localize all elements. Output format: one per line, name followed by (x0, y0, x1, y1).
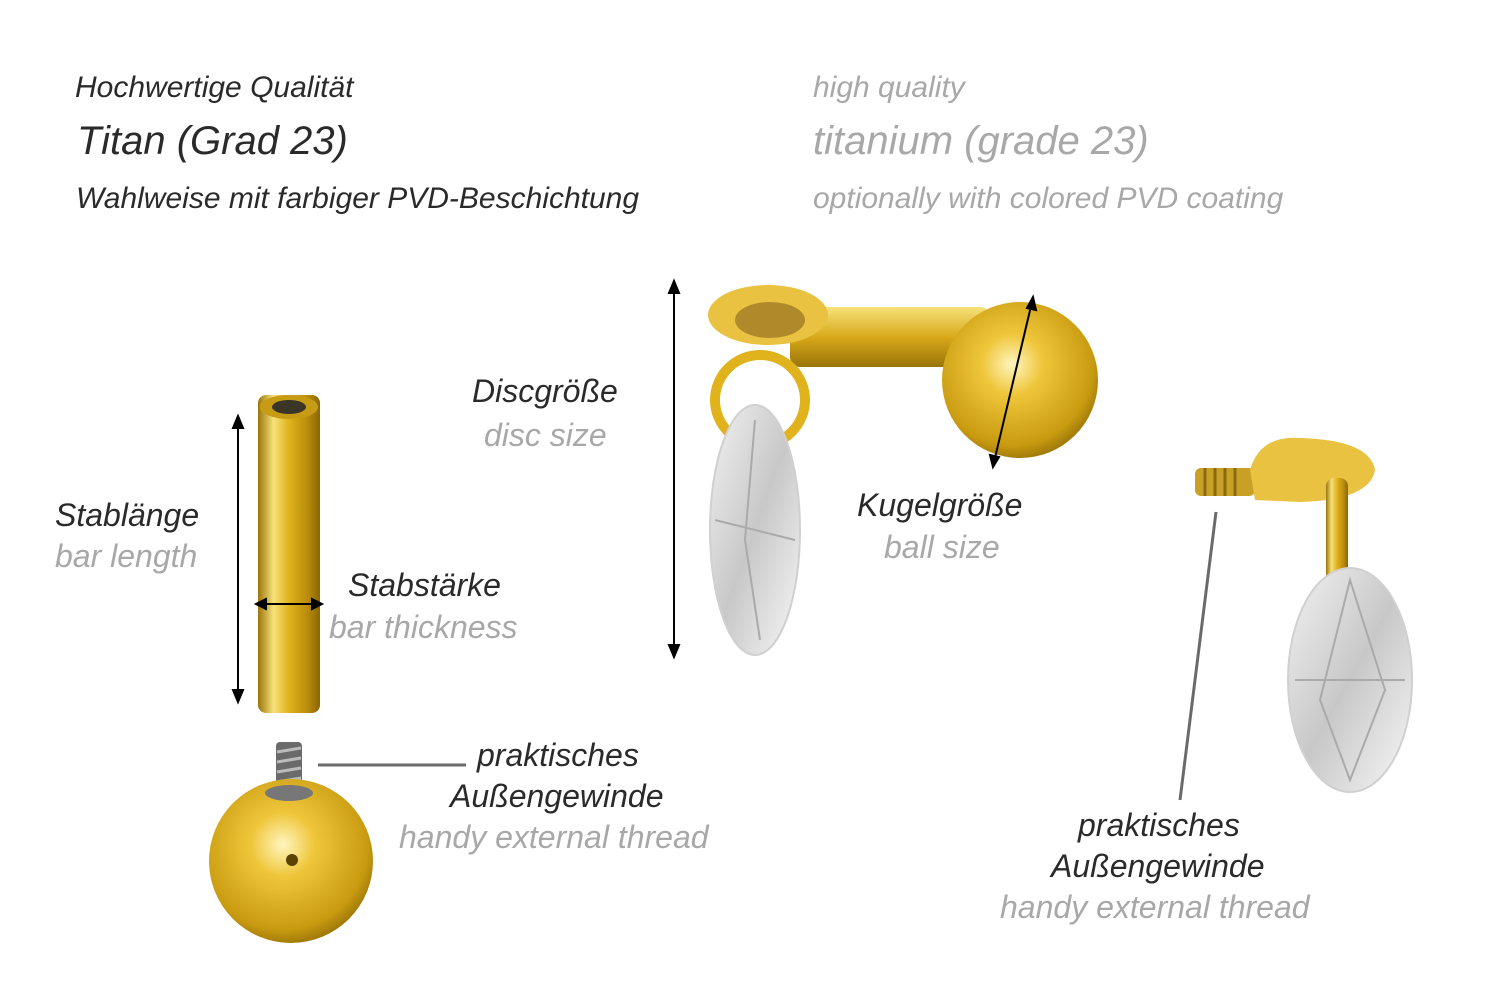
thread-pointer-line-right (1178, 511, 1218, 801)
ball-size-arrow (988, 294, 1038, 470)
quality-label-de: Hochwertige Qualität (75, 71, 354, 104)
assembled-earring (708, 285, 1098, 656)
thread-label-right-de1: praktisches (1078, 807, 1240, 843)
material-label-de: Titan (Grad 23) (77, 119, 348, 163)
bar-length-arrow (231, 413, 245, 705)
ball-size-label-de: Kugelgröße (857, 487, 1023, 523)
bar-component (258, 395, 320, 713)
disc-size-label-de: Discgröße (472, 373, 618, 409)
threaded-ball-component (209, 742, 373, 943)
bar-thickness-label-de: Stabstärke (348, 567, 501, 603)
bar-thickness-arrow (253, 597, 325, 611)
coating-label-en: optionally with colored PVD coating (813, 182, 1284, 215)
ball-size-label-en: ball size (884, 529, 1000, 565)
bar-thickness-label-en: bar thickness (329, 609, 518, 645)
coating-label-de: Wahlweise mit farbiger PVD-Beschichtung (76, 182, 640, 215)
charm-with-thread (1195, 437, 1413, 793)
thread-label-left-de1: praktisches (477, 737, 639, 773)
thread-label-right-en: handy external thread (1000, 889, 1310, 925)
disc-size-label-en: disc size (484, 417, 607, 453)
quality-label-en: high quality (813, 71, 965, 104)
material-label-en: titanium (grade 23) (813, 119, 1149, 163)
bar-length-label-en: bar length (55, 538, 198, 574)
thread-label-right-de2: Außengewinde (1051, 848, 1265, 884)
disc-size-arrow (667, 278, 681, 660)
bar-length-label-de: Stablänge (55, 497, 200, 533)
thread-label-left-en: handy external thread (399, 819, 709, 855)
thread-label-left-de2: Außengewinde (450, 778, 664, 814)
